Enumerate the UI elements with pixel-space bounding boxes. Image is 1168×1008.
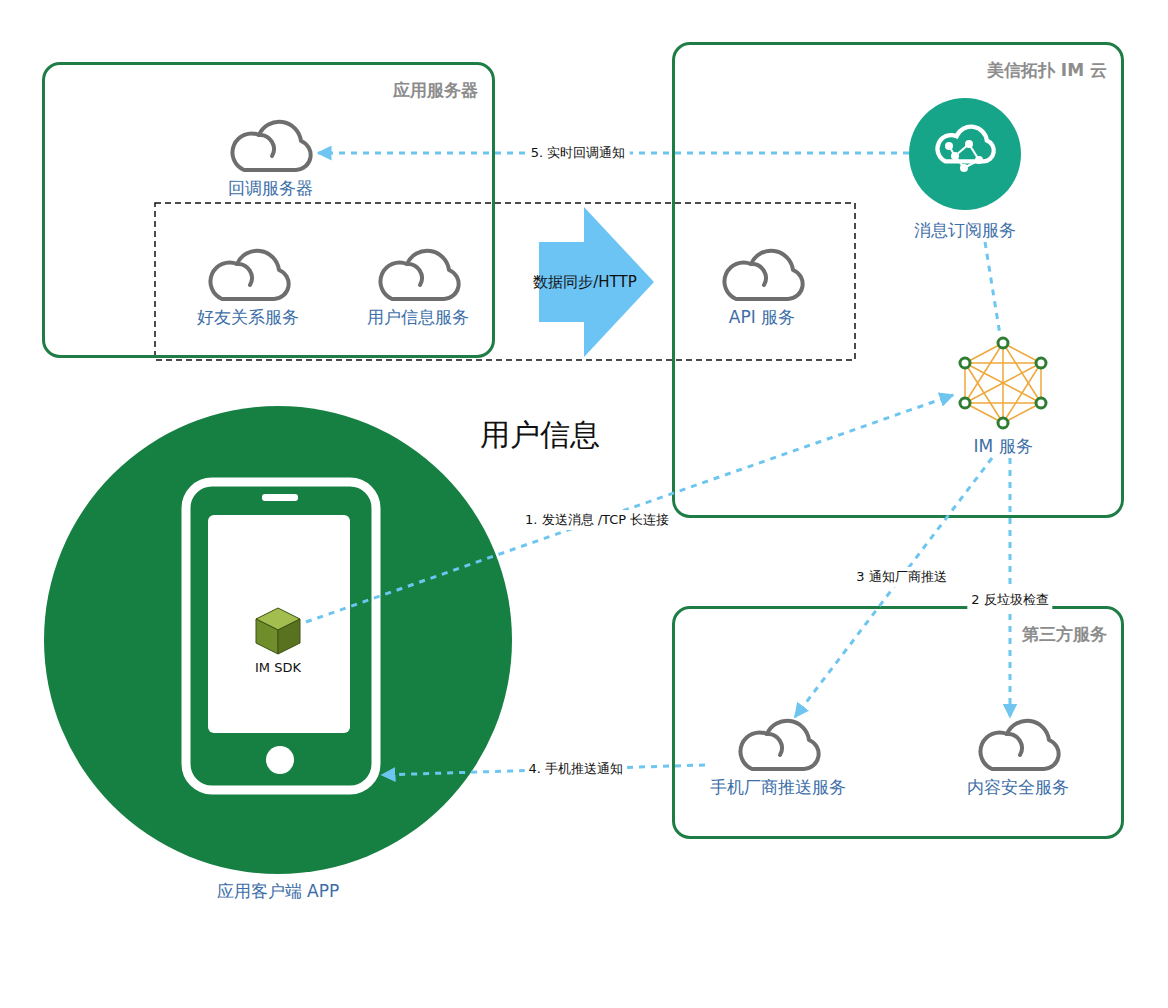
edge-label: 3 通知厂商推送	[852, 567, 950, 587]
mesh-dot	[960, 398, 970, 408]
service-node: 手机厂商推送服务	[705, 717, 851, 799]
network-dot	[965, 140, 973, 148]
cloud-icon	[200, 247, 296, 303]
cloud-curl	[767, 734, 782, 755]
edge-label: 1. 发送消息 /TCP 长连接	[521, 510, 673, 530]
cloud-outline	[380, 251, 458, 299]
section-label: 用户信息	[480, 415, 600, 456]
service-node: 用户信息服务	[362, 247, 474, 329]
network-dot	[951, 152, 959, 160]
node-label: 应用客户端 APP	[44, 880, 512, 903]
service-node: 内容安全服务	[962, 717, 1074, 799]
node-label: 回调服务器	[228, 177, 313, 200]
service-node: 回调服务器	[222, 118, 318, 200]
mesh-dot	[960, 358, 970, 368]
edge-label: 4. 手机推送通知	[525, 759, 628, 779]
third-party-group-box: 第三方服务手机厂商推送服务 内容安全服务	[672, 606, 1124, 839]
group-title: 应用服务器	[45, 65, 492, 102]
mesh-dot	[1036, 398, 1046, 408]
cube-icon	[254, 606, 302, 656]
mesh-dot	[998, 338, 1008, 348]
cloud-outline	[210, 251, 288, 299]
node-label: 好友关系服务	[197, 306, 299, 329]
flow-arrow	[795, 458, 992, 717]
subscription-disc	[909, 98, 1021, 210]
im-icon	[953, 335, 1053, 431]
node-label: IM SDK	[255, 660, 301, 675]
phone-body	[186, 482, 376, 790]
mesh-link	[965, 402, 1041, 404]
phone-home-button	[266, 746, 294, 774]
cloud-curl	[237, 264, 252, 285]
cloud-outline	[740, 721, 818, 769]
mesh-link	[965, 363, 1003, 423]
server-group-box: 应用服务器回调服务器好友关系服务 用户信息服务	[42, 62, 495, 358]
network-dot	[960, 164, 968, 172]
mesh-link	[965, 362, 1041, 364]
cloud-curl	[1007, 734, 1022, 755]
node-label: 消息订阅服务	[914, 219, 1016, 242]
dashed-group-outline	[155, 203, 855, 360]
node-label: API 服务	[729, 306, 795, 329]
edge-group	[306, 153, 1010, 775]
phone-speaker	[262, 494, 298, 501]
im-service-node: IM 服务	[953, 335, 1053, 458]
sdk-node: IM SDK	[250, 606, 306, 676]
node-label: IM 服务	[973, 435, 1032, 458]
flow-arrow	[306, 395, 953, 622]
flow-arrow	[985, 242, 1000, 335]
cloud-outline	[724, 251, 802, 299]
cloud-icon	[730, 717, 826, 773]
edge-label: 5. 实时回调通知	[527, 143, 630, 163]
mesh-dot	[998, 418, 1008, 428]
cloud-outline	[232, 122, 310, 170]
service-node: API 服务	[714, 247, 810, 329]
edge-label: 2 反垃圾检查	[967, 590, 1052, 610]
cloud-curl	[751, 264, 766, 285]
flow-arrow	[1009, 458, 1012, 717]
group-title: 第三方服务	[675, 609, 1121, 646]
phone-screen	[208, 515, 350, 733]
client-circle-fill	[44, 406, 512, 874]
cloud-icon	[370, 247, 466, 303]
subscription-cloud	[938, 127, 994, 162]
subscription-node: 消息订阅服务	[909, 98, 1021, 242]
cloud-icon	[222, 118, 318, 174]
edge-label: 数据同步/HTTP	[533, 273, 636, 292]
node-label: 内容安全服务	[967, 776, 1069, 799]
cloud-icon	[714, 247, 810, 303]
cloud-curl	[259, 135, 274, 156]
cloud-icon	[970, 717, 1066, 773]
node-label: 手机厂商推送服务	[710, 776, 846, 799]
sub-icon	[909, 98, 1021, 210]
node-label: 用户信息服务	[367, 306, 469, 329]
service-node: 好友关系服务	[192, 247, 304, 329]
mesh-dot	[1036, 358, 1046, 368]
network-dot	[945, 142, 953, 150]
group-title: 美信拓扑 IM 云	[675, 45, 1121, 82]
mesh-link	[965, 363, 1041, 403]
mesh-link	[965, 363, 1041, 403]
cloud-outline	[980, 721, 1058, 769]
cloud-curl	[407, 264, 422, 285]
cloud-group-box: 美信拓扑 IM 云消息订阅服务 API 服务 IM 服务	[672, 42, 1124, 518]
network-dot	[975, 156, 983, 164]
